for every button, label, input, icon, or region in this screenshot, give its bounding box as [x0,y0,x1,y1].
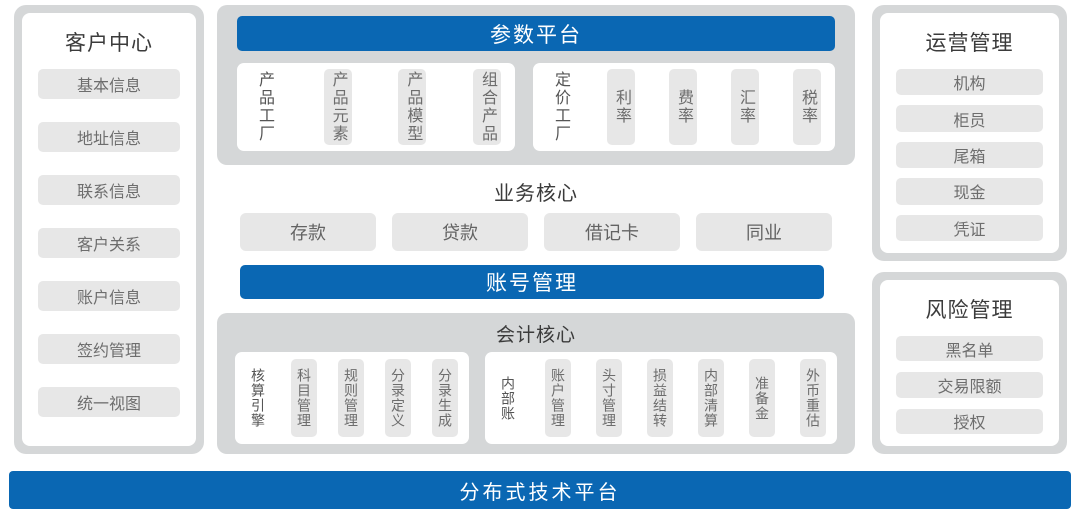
business-core-item-interbank[interactable]: 同业 [696,213,832,251]
customer-center-item-basic-info[interactable]: 基本信息 [38,69,180,99]
profit-loss-carryover-chip[interactable]: 损益结转 [647,359,673,437]
operations-management-title: 运营管理 [925,32,1014,55]
ops-item-teller[interactable]: 柜员 [896,105,1043,132]
product-factory-label: 产品工厂 [256,71,273,143]
accounting-engine-group: 核算引擎 科目管理 规则管理 分录定义 分录生成 [235,352,469,444]
entry-definition-chip[interactable]: 分录定义 [385,359,411,437]
customer-center-item-contract-mgmt[interactable]: 签约管理 [38,334,180,364]
entry-generation-chip[interactable]: 分录生成 [432,359,458,437]
ops-item-cash[interactable]: 现金 [896,178,1043,205]
parameter-platform-groups: 产品工厂 产品元素 产品模型 组合产品 定价工厂 利率 费率 汇率 税率 [237,63,835,151]
reserve-fund-chip[interactable]: 准备金 [749,359,775,437]
customer-center-item-account-info[interactable]: 账户信息 [38,281,180,311]
distributed-technology-platform-bar: 分布式技术平台 [9,471,1071,509]
fee-rate-chip[interactable]: 费率 [669,69,697,145]
customer-center-item-address-info[interactable]: 地址信息 [38,122,180,152]
account-management-bar: 账号管理 [240,265,824,299]
subject-management-chip[interactable]: 科目管理 [291,359,317,437]
interest-rate-chip[interactable]: 利率 [607,69,635,145]
position-management-chip[interactable]: 头寸管理 [596,359,622,437]
parameter-platform-panel: 参数平台 产品工厂 产品元素 产品模型 组合产品 定价工厂 利率 费率 汇率 税… [217,5,855,165]
business-core-title: 业务核心 [494,183,578,205]
business-core-item-loan[interactable]: 贷款 [392,213,528,251]
product-element-chip[interactable]: 产品元素 [323,69,352,145]
risk-item-authorization[interactable]: 授权 [896,408,1043,434]
business-core-items: 存款 贷款 借记卡 同业 [240,213,832,251]
parameter-platform-title: 参数平台 [237,16,835,51]
account-management-chip[interactable]: 账户管理 [545,359,571,437]
accounting-core-title: 会计核心 [495,325,576,346]
risk-management-inner: 风险管理 黑名单 交易限额 授权 [880,280,1059,446]
customer-center-inner: 客户中心 基本信息 地址信息 联系信息 客户关系 账户信息 签约管理 统一视图 [22,13,196,446]
accounting-core-groups: 核算引擎 科目管理 规则管理 分录定义 分录生成 内部账 账户管理 头寸管理 损… [235,352,837,444]
rule-management-chip[interactable]: 规则管理 [338,359,364,437]
risk-management-panel: 风险管理 黑名单 交易限额 授权 [872,272,1067,454]
ops-item-voucher[interactable]: 凭证 [896,214,1043,242]
exchange-rate-chip[interactable]: 汇率 [731,69,759,145]
ops-item-organization[interactable]: 机构 [896,69,1043,96]
customer-center-item-relationship[interactable]: 客户关系 [38,228,180,258]
business-core-item-deposit[interactable]: 存款 [240,213,376,251]
internal-settlement-chip[interactable]: 内部清算 [698,359,724,437]
risk-management-title: 风险管理 [925,299,1014,322]
customer-center-panel: 客户中心 基本信息 地址信息 联系信息 客户关系 账户信息 签约管理 统一视图 [14,5,204,454]
accounting-core-panel: 会计核心 核算引擎 科目管理 规则管理 分录定义 分录生成 内部账 账户管理 头… [217,313,855,454]
operations-management-panel: 运营管理 机构 柜员 尾箱 现金 凭证 [872,5,1067,261]
combined-product-chip[interactable]: 组合产品 [472,69,501,145]
tax-rate-chip[interactable]: 税率 [793,69,821,145]
customer-center-item-unified-view[interactable]: 统一视图 [38,387,180,417]
risk-item-transaction-limit[interactable]: 交易限额 [896,372,1043,398]
internal-ledger-group: 内部账 账户管理 头寸管理 损益结转 内部清算 准备金 外币重估 [485,352,837,444]
customer-center-item-contact-info[interactable]: 联系信息 [38,175,180,205]
risk-item-blacklist[interactable]: 黑名单 [896,336,1043,362]
accounting-engine-label: 核算引擎 [250,368,266,428]
customer-center-title: 客户中心 [65,32,153,55]
fx-revaluation-chip[interactable]: 外币重估 [800,359,826,437]
business-core-item-debitcard[interactable]: 借记卡 [544,213,680,251]
ops-item-cashbox[interactable]: 尾箱 [896,141,1043,169]
product-model-chip[interactable]: 产品模型 [398,69,427,145]
pricing-factory-label: 定价工厂 [552,71,569,143]
internal-ledger-label: 内部账 [500,375,516,421]
operations-management-inner: 运营管理 机构 柜员 尾箱 现金 凭证 [880,13,1059,253]
product-factory-group: 产品工厂 产品元素 产品模型 组合产品 [237,63,515,151]
pricing-factory-group: 定价工厂 利率 费率 汇率 税率 [533,63,835,151]
